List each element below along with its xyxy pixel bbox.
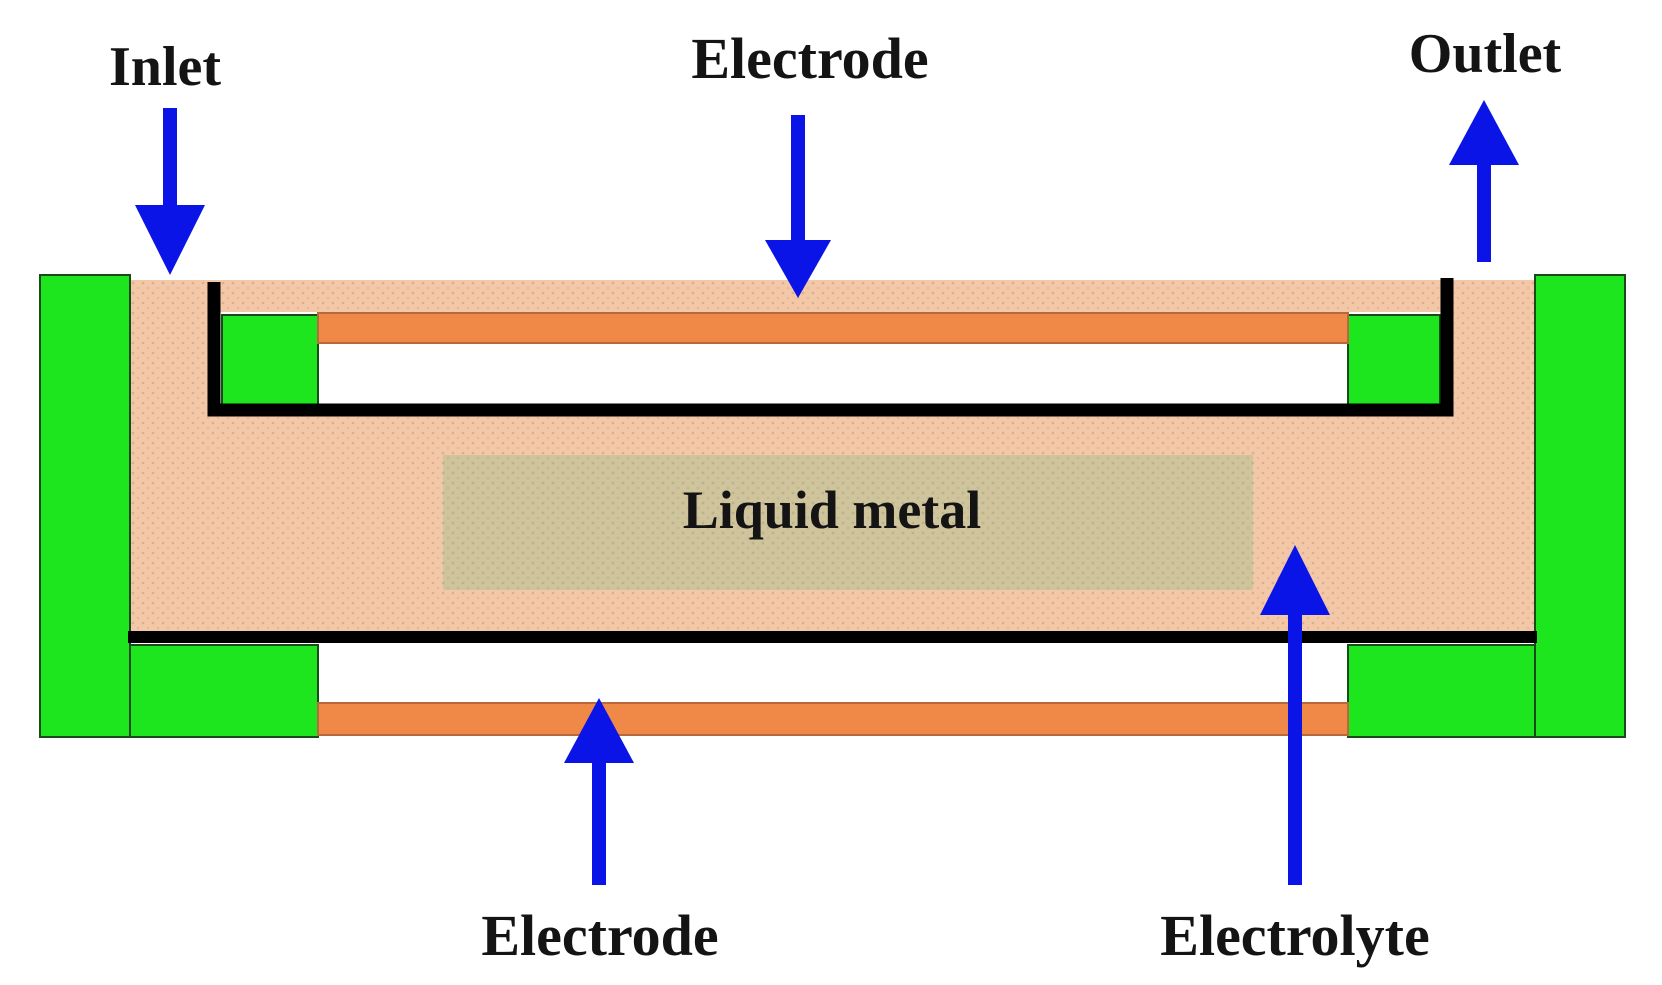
top-left-spacer <box>221 314 319 406</box>
electrolyte-label: Electrolyte <box>1160 903 1429 968</box>
top-right-spacer <box>1347 314 1441 406</box>
right-frame <box>1534 274 1626 738</box>
top-electrode <box>317 312 1349 344</box>
liquid-metal-pool <box>443 455 1253 590</box>
inlet-arrow <box>135 108 205 275</box>
electrode-top-label: Electrode <box>691 26 928 91</box>
outlet-label: Outlet <box>1409 23 1562 85</box>
electrolyte-arrow <box>1260 545 1330 885</box>
liquid-metal-label: Liquid metal <box>683 480 982 540</box>
top-wall <box>207 278 1454 417</box>
inlet-label: Inlet <box>109 36 221 98</box>
left-frame <box>39 274 131 738</box>
bottom-electrode <box>317 702 1349 736</box>
bottom-right-spacer <box>1347 644 1536 738</box>
electrode-top-arrow <box>765 115 831 298</box>
bottom-left-spacer <box>129 644 319 738</box>
electrode-bottom-arrow <box>564 698 634 885</box>
electrode-bottom-label: Electrode <box>481 903 718 968</box>
outlet-arrow <box>1449 100 1519 262</box>
